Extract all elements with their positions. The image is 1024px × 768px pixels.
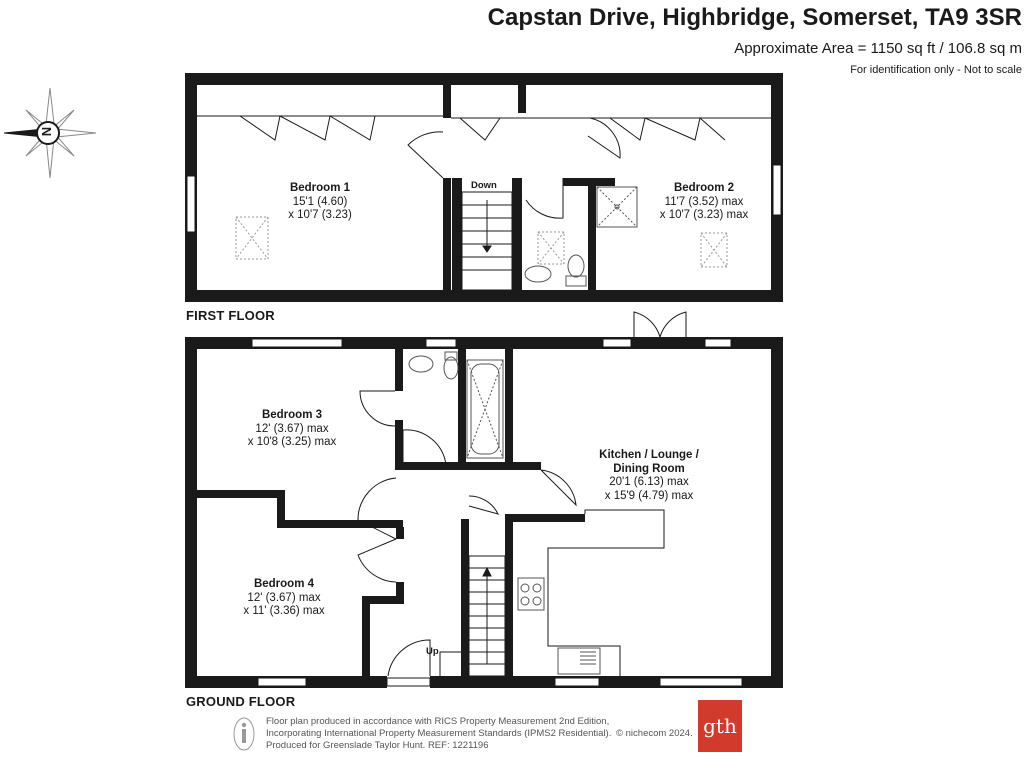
room-dimension: 20'1 (6.13) max [609, 476, 689, 488]
room-name: Kitchen / Lounge / [599, 449, 699, 461]
approximate-area: Approximate Area = 1150 sq ft / 106.8 sq… [734, 40, 1022, 57]
first-floor-windows [186, 164, 782, 233]
room-bedroom-3: Bedroom 3 12' (3.67) max x 10'8 (3.25) m… [232, 409, 352, 450]
ground-floor-walls [185, 337, 783, 688]
room-dimension: x 10'7 (3.23) [288, 209, 352, 221]
room-dimension: x 10'8 (3.25) max [247, 436, 337, 448]
disclaimer-note: For identification only - Not to scale [850, 64, 1022, 76]
gth-logo: gth [698, 700, 742, 752]
room-name: Bedroom 3 [261, 409, 323, 421]
room-dimension: x 11' (3.36) max [243, 605, 325, 617]
first-floor-doors [407, 117, 621, 219]
room-bedroom-2: Bedroom 2 11'7 (3.52) max x 10'7 (3.23) … [640, 182, 768, 223]
room-dimension: 15'1 (4.60) [292, 195, 348, 208]
first-floor-label: FIRST FLOOR [186, 308, 275, 323]
ground-floor-stairs [439, 555, 506, 677]
first-floor-wardrobes [197, 115, 771, 141]
room-dimension: 11'7 (3.52) max [664, 195, 744, 208]
footer-notes: Floor plan produced in accordance with R… [266, 716, 626, 752]
room-bedroom-4: Bedroom 4 12' (3.67) max x 11' (3.36) ma… [224, 578, 344, 619]
footer-line: Incorporating International Property Mea… [266, 728, 612, 739]
ground-floor-fixtures [408, 351, 665, 676]
ground-floor-doors [357, 311, 687, 677]
property-address: Capstan Drive, Highbridge, Somerset, TA9… [487, 4, 1022, 31]
room-dimension: 12' (3.67) max [255, 422, 329, 435]
room-dimension: x 10'7 (3.23) max [659, 209, 749, 221]
room-kitchen-lounge-dining: Kitchen / Lounge / Dining Room 20'1 (6.1… [584, 449, 714, 503]
compass-icon [3, 87, 97, 179]
room-bedroom-1: Bedroom 1 15'1 (4.60) x 10'7 (3.23) [260, 182, 380, 223]
room-name: Bedroom 4 [253, 578, 315, 590]
compass-north-letter: N [39, 126, 55, 137]
skylight-icons [235, 216, 728, 268]
copyright-text: © nichecom 2024. [616, 728, 693, 739]
ground-floor-label: GROUND FLOOR [186, 694, 296, 709]
stairs-down-label: Down [471, 180, 497, 191]
room-name: Bedroom 1 [289, 182, 351, 194]
footer-line: Produced for Greenslade Taylor Hunt. REF… [266, 740, 489, 751]
first-floor-walls [185, 73, 783, 302]
first-floor-stairs [461, 191, 513, 291]
room-dimension: x 15'9 (4.79) max [604, 489, 694, 502]
room-dimension: 12' (3.67) max [247, 591, 321, 604]
first-floor-fixtures [524, 186, 638, 287]
room-name: Bedroom 2 [673, 182, 735, 194]
footer-line: Floor plan produced in accordance with R… [266, 716, 610, 727]
ground-floor-windows [251, 338, 743, 687]
info-person-icon [233, 717, 255, 751]
room-name-line-2: Dining Room [613, 462, 685, 475]
stairs-up-label: Up [426, 646, 439, 657]
